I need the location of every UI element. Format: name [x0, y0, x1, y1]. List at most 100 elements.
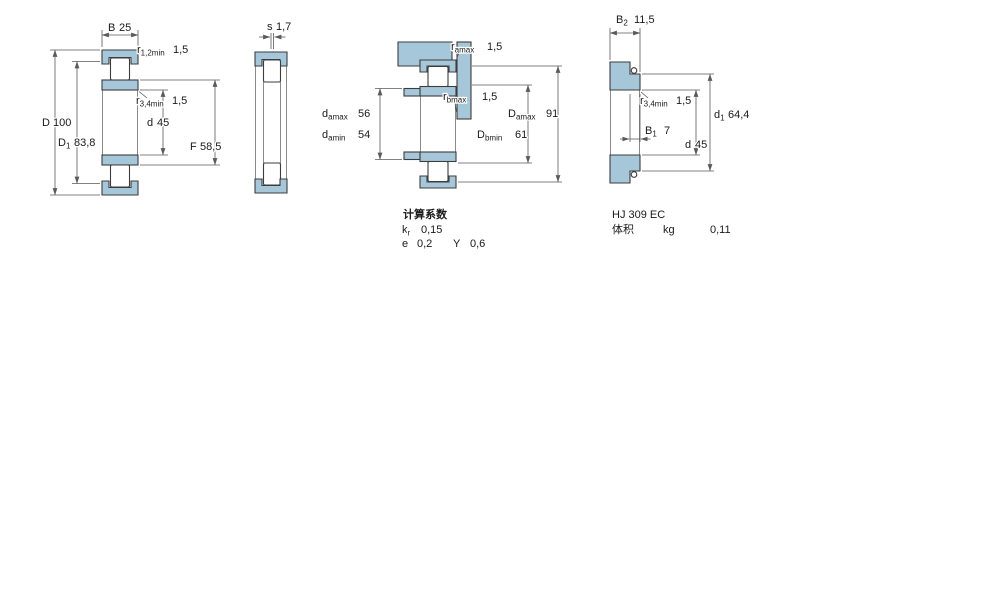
- fillet-detail-bottom: [630, 171, 638, 178]
- dim-B-label: B: [108, 22, 115, 34]
- dim-B1-label: B1: [645, 125, 657, 139]
- dim-damax-label: damax: [322, 108, 348, 122]
- roller-silhouette-lines: [263, 82, 281, 163]
- inner-ring-top: [101, 79, 139, 91]
- dim-D1-label: D1: [58, 137, 71, 151]
- dim-Dbmin-value: 61: [515, 129, 527, 141]
- dim-r34-label: r3,4min: [640, 95, 668, 109]
- bore-silhouette-lines: [102, 90, 138, 155]
- roller-bottom: [262, 162, 282, 186]
- dim-Damax-value: 91: [546, 108, 558, 120]
- angle-ring-bottom: [609, 154, 641, 184]
- factor-e-label: e: [402, 238, 408, 250]
- ring-face-silhouette-lines: [255, 66, 287, 179]
- factor-kr-value: 0,15: [421, 224, 442, 236]
- d1-extension-lines: [642, 73, 714, 172]
- main-bearing-parts: [101, 49, 139, 196]
- ring-face-silhouette-lines: [610, 90, 640, 155]
- mounting-parts: [397, 41, 472, 189]
- Da-extension-lines: [458, 65, 562, 183]
- outer-ring-assembly-dimension-lines: [259, 33, 286, 49]
- mass-value: 0,11: [710, 224, 731, 236]
- dim-d-value: 45: [695, 139, 707, 151]
- shaft-shoulder-bottom: [403, 151, 421, 161]
- roller-bottom: [427, 160, 449, 183]
- dim-damin-value: 54: [358, 129, 370, 141]
- dim-d1-label: d1: [714, 109, 725, 123]
- rbmax-leader-line: [454, 102, 457, 113]
- mounting-dimension-lines: [375, 52, 562, 183]
- roller-top: [427, 65, 449, 88]
- main-bearing-dimension-labels: B 25 r1,2min 1,5 D 100 D1 83,8 r3,4min 1…: [41, 21, 223, 155]
- dim-r12-label: r1,2min: [137, 44, 165, 58]
- roller-top: [262, 59, 282, 83]
- dim-B2-value: 11,5: [634, 14, 655, 26]
- dim-r34-value: 1,5: [172, 95, 187, 107]
- outer-ring-assembly-parts: [254, 51, 288, 194]
- angle-ring-parts: [609, 61, 641, 184]
- dim-damin-label: damin: [322, 129, 345, 143]
- mounting-view: ramax 1,5 rbmax 1,5 damax 56 damin 54 Da…: [321, 40, 562, 251]
- r34-leader-line: [138, 91, 148, 99]
- factor-e-value: 0,2: [417, 238, 432, 250]
- angle-ring-designation: HJ 309 EC: [612, 209, 665, 221]
- dim-F-label: F: [190, 141, 197, 153]
- main-bearing-dimension-lines: [50, 30, 220, 196]
- dim-d-value: 45: [157, 117, 169, 129]
- shaft-shoulder-top: [403, 87, 421, 97]
- angle-ring-top: [609, 61, 641, 91]
- end-cover-bar: [456, 41, 472, 120]
- dim-r12-value: 1,5: [173, 44, 188, 56]
- mass-label: 体积: [612, 222, 634, 236]
- roller-top: [109, 57, 131, 81]
- angle-ring-view: B2 11,5 r3,4min 1,5 d1 64,4 B1 7 d 45 HJ…: [609, 13, 751, 238]
- dim-s-value: 1,7: [276, 21, 291, 33]
- angle-ring-dimension-lines: [609, 28, 714, 172]
- dim-d1-value: 64,4: [728, 109, 749, 121]
- mounting-dimension-labels: ramax 1,5 rbmax 1,5 damax 56 damin 54 Da…: [321, 40, 560, 144]
- angle-ring-labels: B2 11,5 r3,4min 1,5 d1 64,4 B1 7 d 45 HJ…: [611, 13, 751, 238]
- outer-ring-top: [101, 49, 139, 65]
- inner-ring-bottom: [101, 154, 139, 166]
- B1-extension-lines: [629, 94, 641, 142]
- dim-r34-value: 1,5: [676, 95, 691, 107]
- r34-leader-line: [640, 91, 649, 99]
- dim-D1-value: 83,8: [74, 137, 95, 149]
- mass-unit: kg: [663, 224, 675, 236]
- outer-ring-bottom: [419, 175, 457, 189]
- fillet-detail-top: [630, 67, 638, 74]
- dim-B-value: 25: [119, 22, 131, 34]
- dim-Dbmin-label: Dbmin: [477, 129, 502, 143]
- dim-r34-label: r3,4min: [136, 95, 164, 109]
- dim-d-label: d: [147, 117, 153, 129]
- dim-B2-label: B2: [616, 14, 628, 28]
- Db-extension-lines: [458, 84, 532, 164]
- da-extension-lines: [375, 88, 402, 160]
- factor-kr-label: kr: [402, 224, 411, 238]
- dim-D-value: 100: [53, 117, 71, 129]
- od-extension-lines: [50, 49, 100, 196]
- dim-D-label: D: [42, 117, 50, 129]
- dim-rbmax-label: rbmax: [443, 91, 466, 105]
- dim-d-label: d: [685, 139, 691, 151]
- dim-rbmax-value: 1,5: [482, 91, 497, 103]
- outer-ring-top: [254, 51, 288, 67]
- raceway-extension-lines: [140, 79, 220, 166]
- dim-B1-value: 7: [664, 125, 670, 137]
- inner-ring-bottom: [419, 151, 457, 163]
- s-extension-lines: [270, 33, 274, 49]
- dim-damax-value: 56: [358, 108, 370, 120]
- outer-ring-bottom: [101, 180, 139, 196]
- outer-ring-bottom: [254, 178, 288, 194]
- outer-ring-assembly-view: s 1,7: [254, 20, 293, 194]
- r12-leader-line: [139, 50, 149, 57]
- ramax-leader-line: [456, 52, 460, 60]
- factor-Y-value: 0,6: [470, 238, 485, 250]
- d1-extension-lines: [72, 61, 100, 184]
- calculation-factors-title: 计算系数: [403, 207, 448, 221]
- main-bearing-view: B 25 r1,2min 1,5 D 100 D1 83,8 r3,4min 1…: [41, 21, 223, 196]
- dim-s-label: s: [267, 21, 273, 33]
- dim-Damax-label: Damax: [508, 108, 536, 122]
